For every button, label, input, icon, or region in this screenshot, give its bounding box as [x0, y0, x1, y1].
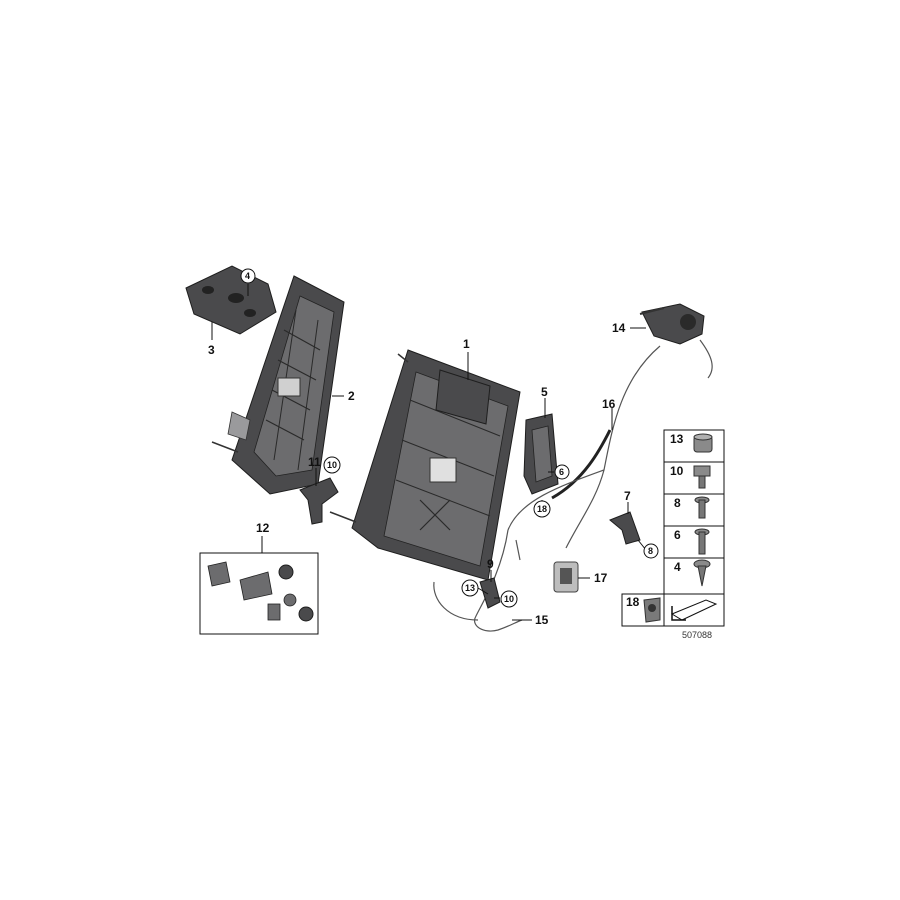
callout-12: 12 [256, 521, 270, 535]
callout-13: 13 [461, 579, 479, 597]
svg-text:12: 12 [256, 521, 270, 535]
svg-text:6: 6 [559, 467, 564, 477]
callout-10b: 10 [500, 590, 518, 608]
svg-text:17: 17 [594, 571, 608, 585]
long-screw-icon [694, 528, 710, 555]
callout-6: 6 [554, 464, 570, 480]
legend-label-4: 4 [674, 560, 681, 574]
legend-label-18: 18 [626, 595, 640, 609]
svg-text:15: 15 [535, 613, 549, 627]
hex-bolt-icon [693, 465, 711, 489]
part-5-lock-housing [523, 413, 559, 495]
part-12-kit-box [199, 552, 319, 635]
part-9-latch-bracket [479, 577, 501, 609]
legend-label-13: 13 [670, 432, 684, 446]
fastener-legend [621, 429, 725, 627]
svg-text:1: 1 [463, 337, 470, 351]
callout-17: 17 [594, 571, 608, 585]
part-7-bracket [609, 511, 641, 545]
svg-text:13: 13 [465, 583, 475, 593]
svg-text:14: 14 [612, 321, 626, 335]
torx-screw-icon [694, 496, 710, 519]
callout-1: 1 [463, 337, 470, 351]
diagram-id: 507088 [682, 630, 712, 640]
svg-text:4: 4 [245, 271, 250, 281]
direction-arrow-icon [670, 599, 718, 621]
callout-5: 5 [541, 385, 548, 399]
callout-15: 15 [535, 613, 549, 627]
svg-text:11: 11 [308, 455, 321, 469]
svg-text:18: 18 [537, 504, 547, 514]
legend-label-10: 10 [670, 464, 684, 478]
callout-9: 9 [487, 557, 494, 571]
callout-2: 2 [348, 389, 355, 403]
svg-text:5: 5 [541, 385, 548, 399]
part-2-backrest-frame [211, 275, 345, 495]
callout-14: 14 [612, 321, 626, 335]
callout-7: 7 [624, 489, 631, 503]
legend-label-6: 6 [674, 528, 681, 542]
svg-text:10: 10 [504, 594, 514, 604]
clip-icon [643, 597, 661, 623]
callout-18a: 18 [533, 500, 551, 518]
svg-text:3: 3 [208, 343, 215, 357]
svg-text:9: 9 [487, 557, 494, 571]
callout-11: 11 [308, 455, 321, 469]
callout-10a: 10 [323, 456, 341, 474]
part-16-bowden-cable [507, 339, 713, 549]
callout-4: 4 [240, 268, 256, 284]
tapping-screw-icon [693, 559, 711, 587]
leader-lines [211, 284, 647, 621]
legend-label-8: 8 [674, 496, 681, 510]
callout-8: 8 [643, 543, 659, 559]
svg-text:2: 2 [348, 389, 355, 403]
part-3-trim-cover [185, 265, 277, 335]
part-14-release-handle [639, 303, 705, 345]
part-17-switch [553, 561, 579, 593]
part-1-seat-frame [329, 349, 521, 581]
part-15-lower-cable [433, 529, 523, 632]
part-11-bracket [299, 477, 339, 525]
grommet-icon [693, 433, 713, 453]
svg-text:16: 16 [602, 397, 616, 411]
svg-text:8: 8 [648, 546, 653, 556]
callout-16: 16 [602, 397, 616, 411]
svg-text:7: 7 [624, 489, 631, 503]
callout-3: 3 [208, 343, 215, 357]
svg-text:10: 10 [327, 460, 337, 470]
